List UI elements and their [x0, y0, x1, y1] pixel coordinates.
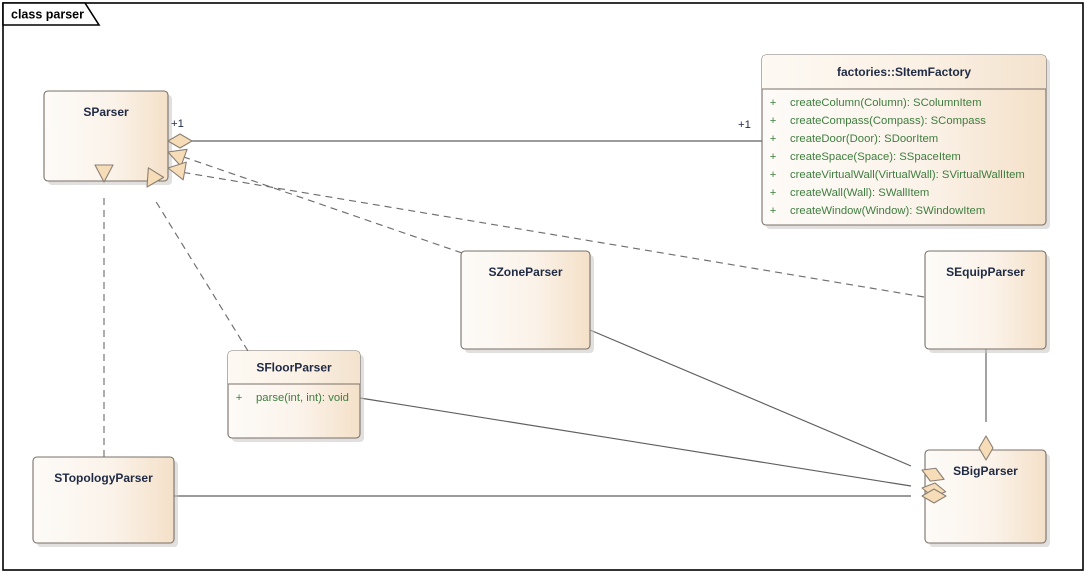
- member-signature: createColumn(Column): SColumnItem: [790, 97, 982, 109]
- class-header-fill: [762, 55, 1046, 89]
- relationship-szoneparser-realizes-sparser[interactable]: [180, 155, 463, 254]
- adornment-triangle-stopologyparser-realizes-sparser: [94, 164, 114, 183]
- class-node-sparser[interactable]: SParser: [43, 90, 172, 185]
- frame-tab: [2, 2, 101, 26]
- class-box: [43, 90, 169, 182]
- class-box: [460, 250, 591, 350]
- multiplicity-layer: +1 +1: [171, 118, 751, 131]
- generalization-triangle-icon: [167, 148, 188, 167]
- class-name-label: STopologyParser: [54, 471, 153, 485]
- member-visibility: +: [770, 169, 777, 181]
- relationship-sfloorparser-realizes-sparser[interactable]: [154, 199, 249, 352]
- class-box: [32, 456, 175, 544]
- member-signature: createDoor(Door): SDoorItem: [790, 133, 938, 145]
- class-name-label: SFloorParser: [256, 361, 332, 375]
- class-box: [924, 250, 1047, 350]
- class-node-sequipparser[interactable]: SEquipParser: [924, 250, 1050, 353]
- member-signature: createWindow(Window): SWindowItem: [790, 205, 985, 217]
- generalization-triangle-icon: [167, 161, 187, 181]
- relationship-sequipparser-realizes-sparser[interactable]: [180, 171, 925, 298]
- member-visibility: +: [770, 151, 777, 163]
- member-signature: parse(int, int): void: [256, 392, 349, 404]
- adornment-diamond-sbigparser-aggregates-szoneparser: [921, 467, 945, 482]
- adornment-diamond-sbigparser-aggregates-stopologyparser: [921, 488, 947, 504]
- member-visibility: +: [770, 133, 777, 145]
- class-name-label: SBigParser: [953, 464, 1018, 478]
- adornment-triangle-szoneparser-realizes-sparser: [167, 148, 188, 167]
- multiplicity-label-factory-end: +1: [738, 119, 751, 131]
- class-header-fill: [228, 351, 360, 384]
- member-visibility: +: [770, 187, 777, 199]
- relationship-layer: [103, 140, 987, 497]
- member-signature: createCompass(Compass): SCompass: [790, 115, 986, 127]
- class-name-label: SEquipParser: [946, 265, 1025, 279]
- generalization-triangle-icon: [94, 164, 114, 183]
- class-layer: SParser factories::SItemFactory+ createCol…: [32, 54, 1050, 547]
- member-visibility: +: [770, 205, 777, 217]
- class-name-label: SZoneParser: [488, 265, 562, 279]
- class-node-stopologyparser[interactable]: STopologyParser: [32, 456, 178, 547]
- adornment-layer: [94, 133, 994, 504]
- aggregation-diamond-icon: [921, 488, 947, 504]
- member-visibility: +: [770, 97, 777, 109]
- class-node-sitemfactory[interactable]: factories::SItemFactory+ createColumn(Col…: [761, 54, 1050, 229]
- relationship-sbigparser-aggregates-sfloorparser[interactable]: [359, 397, 912, 487]
- aggregation-diamond-icon: [167, 133, 193, 149]
- adornment-diamond-sbigparser-aggregates-sequipparser: [978, 435, 994, 461]
- generalization-triangle-icon: [146, 167, 165, 188]
- member-visibility: +: [770, 115, 777, 127]
- adornment-triangle-sequipparser-realizes-sparser: [167, 161, 187, 181]
- multiplicity-label-sparser-end: +1: [171, 118, 184, 130]
- class-name-label: factories::SItemFactory: [837, 65, 971, 79]
- member-signature: createVirtualWall(VirtualWall): SVirtual…: [790, 169, 1025, 181]
- member-visibility: +: [236, 392, 243, 404]
- aggregation-diamond-icon: [978, 435, 994, 461]
- relationship-sbigparser-aggregates-szoneparser[interactable]: [589, 329, 912, 467]
- member-signature: createWall(Wall): SWallItem: [790, 187, 929, 199]
- frame-tab-label: class parser: [11, 7, 84, 21]
- class-name-label: SParser: [83, 105, 129, 119]
- class-node-szoneparser[interactable]: SZoneParser: [460, 250, 594, 353]
- adornment-diamond-sparser-uses-sitemfactory: [167, 133, 193, 149]
- class-node-sbigparser[interactable]: SBigParser: [924, 449, 1050, 547]
- aggregation-diamond-icon: [921, 467, 945, 482]
- adornment-triangle-sfloorparser-realizes-sparser: [146, 167, 165, 188]
- class-node-sfloorparser[interactable]: SFloorParser + parse(int, int): void: [227, 350, 364, 442]
- member-signature: createSpace(Space): SSpaceItem: [790, 151, 961, 163]
